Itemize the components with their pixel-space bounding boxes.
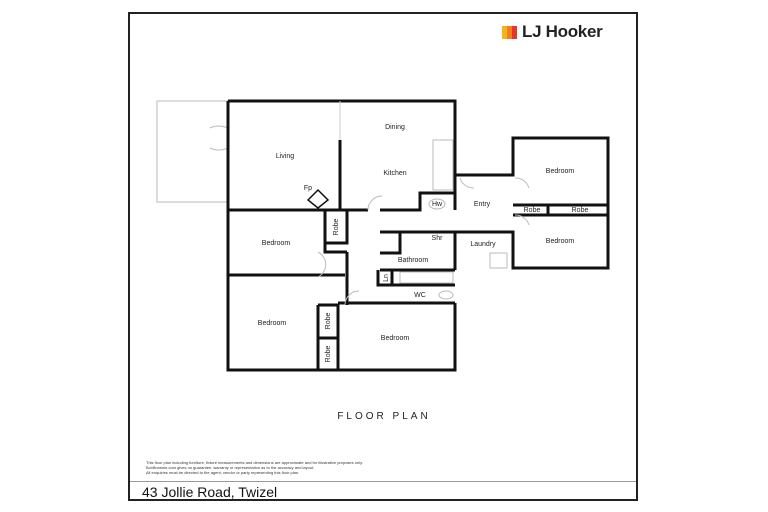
french-door-icon	[209, 125, 229, 151]
disclaimer-line: This floor plan including furniture, fix…	[146, 460, 363, 465]
interior-walls	[228, 140, 457, 212]
property-address: 43 Jollie Road, Twizel	[142, 484, 278, 500]
label-bedroom-w2: Bedroom	[258, 320, 287, 327]
label-bedroom-w1: Bedroom	[262, 240, 291, 247]
east-wing-walls	[453, 136, 610, 270]
label-living: Living	[276, 153, 294, 160]
label-wc: WC	[414, 292, 426, 299]
floor-plan-title: FLOOR PLAN	[337, 411, 431, 422]
label-bedroom-s: Bedroom	[381, 335, 410, 342]
label-hot-water: Hw	[432, 201, 443, 208]
laundry-tub-icon	[489, 252, 508, 269]
label-kitchen: Kitchen	[383, 170, 406, 177]
label-robe-w2a: Robe	[325, 313, 332, 330]
robe-walls-w1	[323, 210, 349, 254]
bathtub-icon	[399, 271, 454, 284]
disclaimer-line: BoxBrownie.com gives no guarantee, warra…	[146, 465, 315, 470]
label-bathroom: Bathroom	[398, 257, 429, 264]
label-robe-w2b: Robe	[325, 346, 332, 363]
bathroom-walls	[376, 230, 455, 287]
footer-divider	[130, 481, 636, 482]
logo-text: LJ Hooker	[522, 22, 603, 41]
label-linen: Ln	[383, 274, 390, 282]
label-robe-ne2: Robe	[572, 207, 589, 214]
page-frame	[128, 12, 638, 501]
label-robe-w1: Robe	[333, 219, 340, 236]
logo-square-yellow	[502, 25, 507, 39]
door-swings	[317, 177, 530, 306]
deck-outline	[156, 100, 229, 203]
disclaimer: This floor plan including furniture, fix…	[146, 460, 566, 475]
label-entry: Entry	[474, 201, 491, 208]
label-bedroom-e: Bedroom	[546, 238, 575, 245]
logo-square-orange	[507, 25, 512, 39]
label-robe-ne1: Robe	[524, 207, 541, 214]
fireplace-icon	[306, 188, 330, 209]
toilet-icon	[438, 290, 454, 300]
label-fireplace: Fp	[304, 185, 312, 192]
label-laundry: Laundry	[470, 241, 496, 248]
label-shower: Shr	[432, 235, 444, 242]
label-dining: Dining	[385, 124, 405, 131]
robe-walls-w2	[316, 301, 455, 370]
label-bedroom-ne: Bedroom	[546, 168, 575, 175]
bedroom-divider	[228, 252, 349, 305]
logo-square-red	[512, 25, 517, 39]
disclaimer-line: All enquiries must be directed to the ag…	[146, 470, 300, 475]
lj-hooker-logo: LJ Hooker	[502, 22, 603, 42]
hot-water-cylinder	[428, 198, 446, 210]
kitchen-bench	[432, 139, 454, 191]
